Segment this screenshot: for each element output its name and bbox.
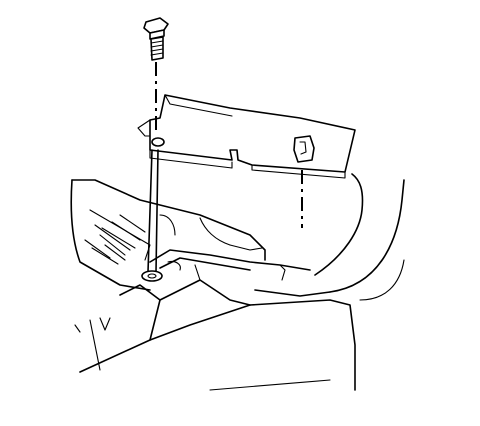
hood-edge [149, 249, 311, 281]
cowl-vent-grille [70, 179, 266, 291]
engine-compartment-frame [74, 279, 356, 391]
push-clip [293, 135, 315, 163]
fastener-shaft [141, 149, 181, 282]
retainer-bracket [137, 94, 356, 179]
bolt [143, 17, 169, 61]
fender-panel [254, 173, 405, 301]
